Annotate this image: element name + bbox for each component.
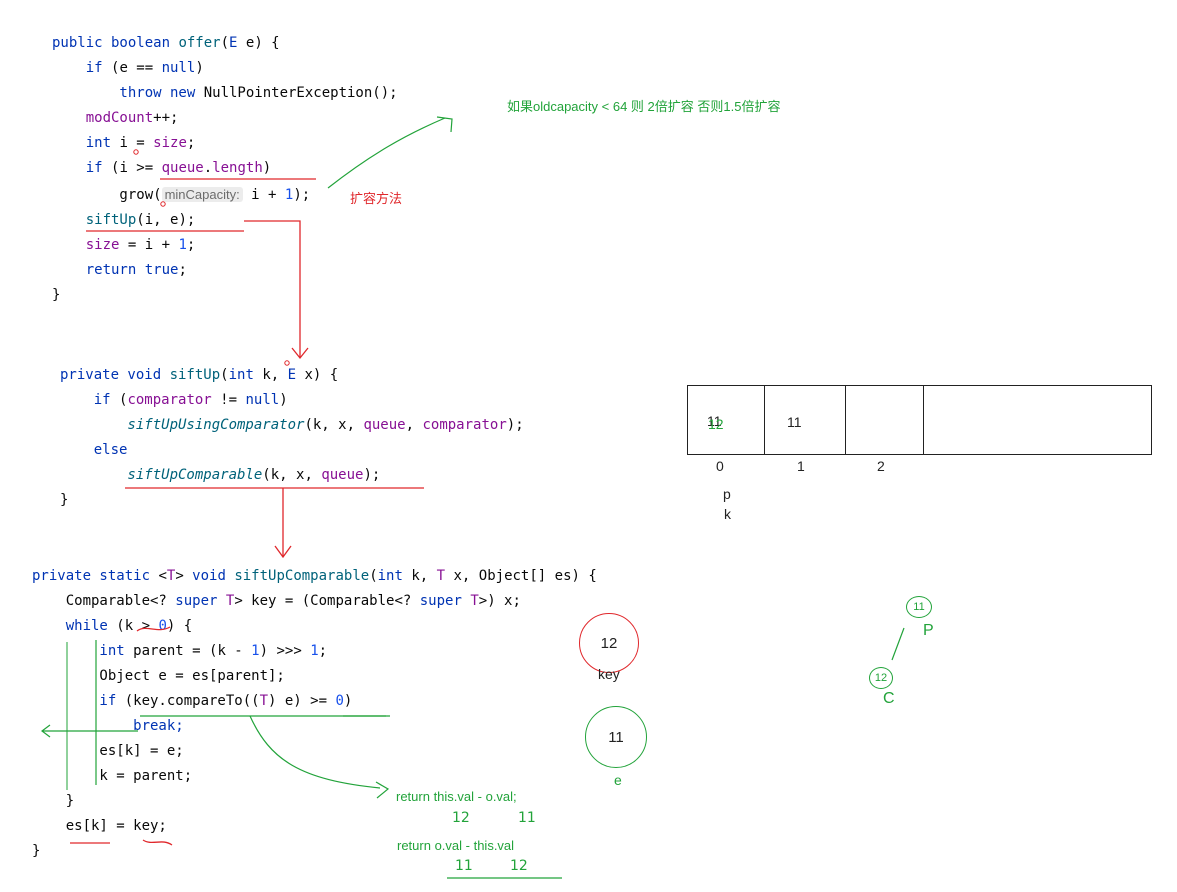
- array-value: 11: [707, 413, 722, 429]
- code-line: while (k > 0) {: [32, 618, 193, 634]
- grow-method-note: 扩容方法: [350, 191, 403, 206]
- key-circle: 12: [579, 613, 639, 673]
- code-line: siftUp(i, e);: [52, 212, 196, 228]
- code-line: break;: [32, 718, 184, 734]
- array-value: 11: [787, 414, 802, 430]
- tree-child-label: C: [883, 690, 895, 707]
- array-value-overwrite: 12: [708, 416, 724, 432]
- code-line: if (comparator != null): [60, 392, 288, 408]
- code-line: es[k] = key;: [32, 818, 167, 834]
- code-line: else: [60, 442, 128, 458]
- tree-child-value: 12: [874, 672, 888, 684]
- code-line: size = i + 1;: [52, 237, 196, 253]
- code-line: public boolean offer(E e) {: [52, 35, 280, 51]
- handwritten-value: 11: [455, 858, 473, 874]
- code-line: }: [32, 843, 41, 859]
- return-descending-note: return o.val - this.val: [397, 838, 515, 853]
- key-value: 12: [600, 634, 618, 652]
- array-index: 2: [877, 458, 885, 474]
- array-cell-3: [923, 385, 1152, 455]
- key-label: key: [598, 666, 620, 682]
- e-label: e: [614, 772, 622, 788]
- array-cell-0: [687, 385, 765, 455]
- green-arrow: [249, 715, 381, 789]
- code-line: return true;: [52, 262, 187, 278]
- tree-parent-value: 11: [913, 601, 925, 613]
- e-value: 11: [608, 728, 624, 746]
- code-line: siftUpUsingComparator(k, x, queue, compa…: [60, 417, 524, 433]
- handwritten-value: 12: [452, 810, 470, 826]
- code-line: }: [32, 793, 75, 809]
- tree-parent-node: 11: [906, 596, 932, 618]
- code-line: int parent = (k - 1) >>> 1;: [32, 643, 328, 659]
- code-line: private static <T> void siftUpComparable…: [32, 568, 597, 584]
- code-line: int i = size;: [52, 135, 196, 151]
- array-index: 0: [716, 458, 724, 474]
- code-line: Comparable<? super T> key = (Comparable<…: [32, 593, 521, 609]
- handwritten-value: 12: [510, 858, 528, 874]
- handwritten-value: 11: [518, 810, 536, 826]
- return-ascending-note: return this.val - o.val;: [396, 789, 517, 804]
- red-arrow: [244, 220, 301, 358]
- array-cell-2: [845, 385, 924, 455]
- code-line: }: [52, 287, 61, 303]
- tree-parent-label: P: [923, 622, 934, 639]
- code-line: private void siftUp(int k, E x) {: [60, 367, 339, 383]
- pointer-p: p: [723, 486, 731, 502]
- code-line: modCount++;: [52, 110, 179, 126]
- tree-child-node: 12: [869, 667, 893, 689]
- code-line: Object e = es[parent];: [32, 668, 285, 684]
- code-line: throw new NullPointerException();: [52, 85, 398, 101]
- grow-policy-note: 如果oldcapacity < 64 则 2倍扩容 否则1.5倍扩容: [507, 99, 781, 114]
- code-line: if (e == null): [52, 60, 204, 76]
- code-line: if (i >= queue.length): [52, 160, 272, 176]
- code-line: if (key.compareTo((T) e) >= 0): [32, 693, 353, 709]
- code-line: es[k] = e;: [32, 743, 184, 759]
- code-line: }: [60, 492, 69, 508]
- array-cell-1: [764, 385, 846, 455]
- code-line: k = parent;: [32, 768, 193, 784]
- code-line-grow: grow(minCapacity: i + 1);: [52, 187, 311, 203]
- code-line: siftUpComparable(k, x, queue);: [60, 467, 381, 483]
- e-circle: 11: [585, 706, 647, 768]
- pointer-k: k: [724, 506, 731, 522]
- array-index: 1: [797, 458, 805, 474]
- parameter-hint: minCapacity:: [161, 187, 243, 202]
- green-arrow: [327, 117, 446, 189]
